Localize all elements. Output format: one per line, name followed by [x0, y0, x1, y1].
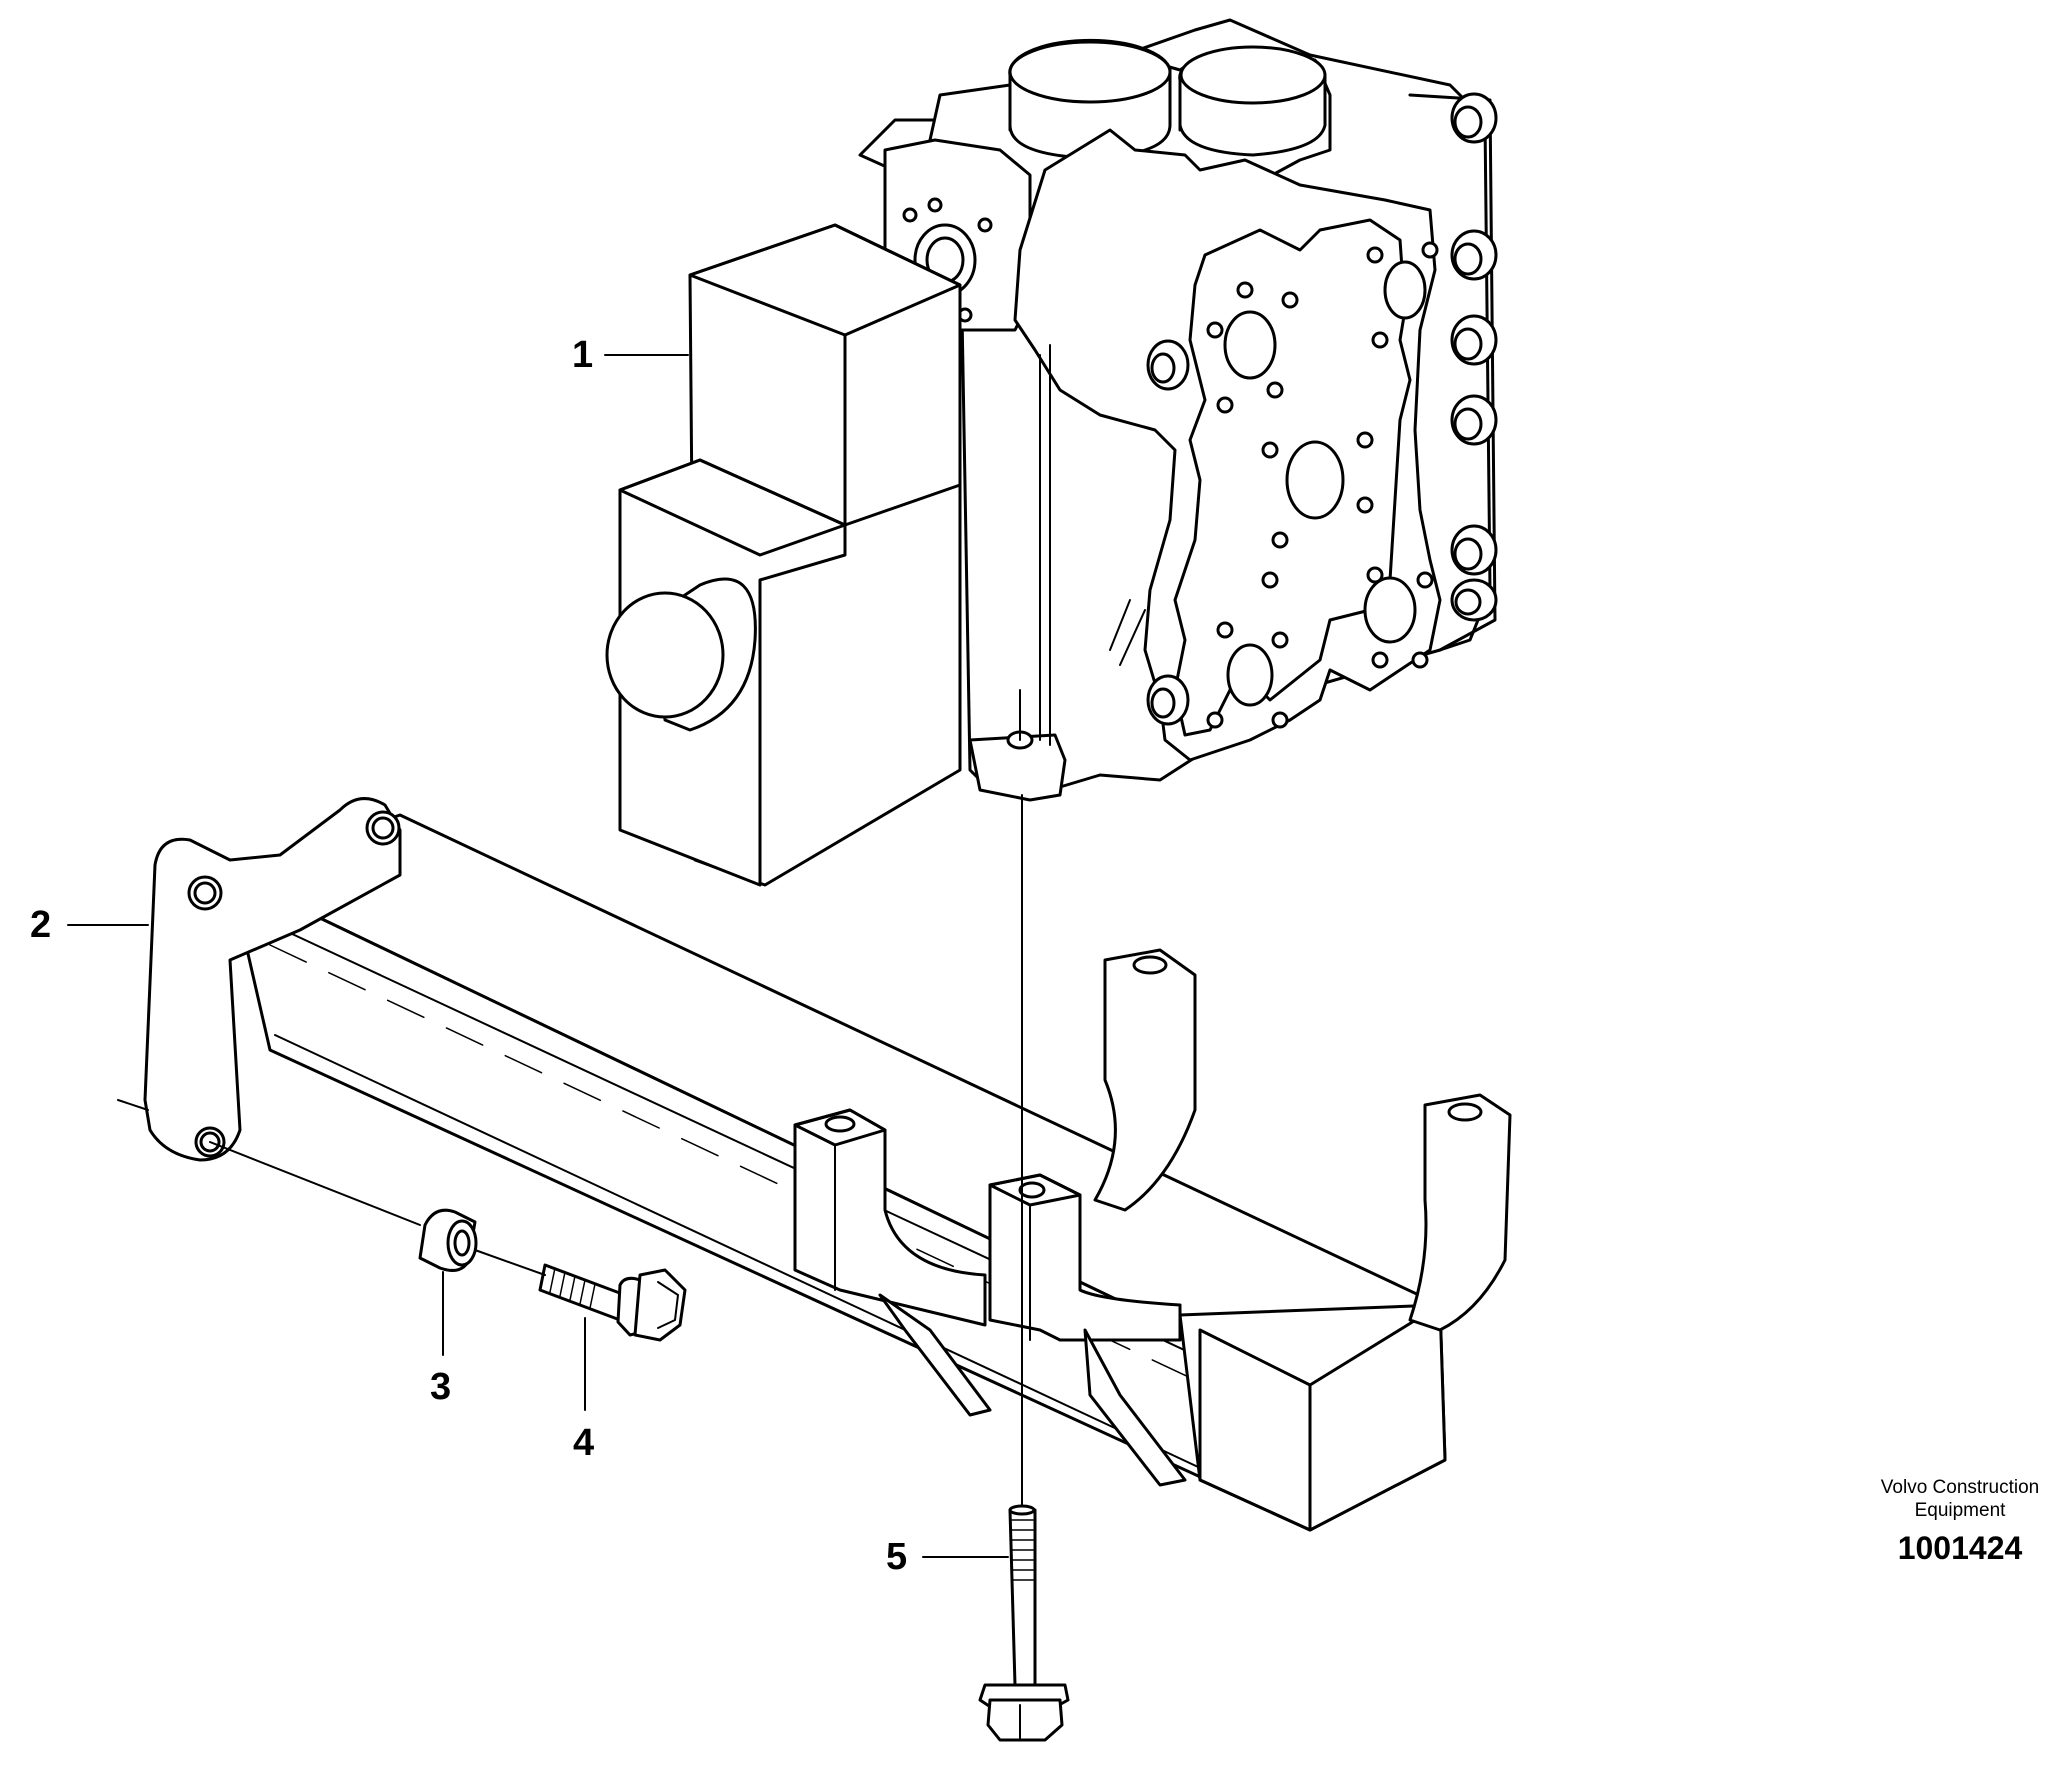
- company-line-1: Volvo Construction: [1880, 1477, 2040, 1498]
- part-3-sleeve: [418, 1208, 478, 1272]
- part-4-bolt: [538, 1263, 687, 1342]
- saddle-bracket-center: [878, 1173, 1187, 1487]
- callout-4: 4: [573, 1422, 595, 1464]
- saddle-bracket-left: [793, 1108, 987, 1327]
- top-cap-right: [1178, 45, 1327, 157]
- right-side-bosses: [1450, 92, 1498, 622]
- leader-lines: [67, 354, 1023, 1558]
- part-5-bolt: [978, 1504, 1070, 1742]
- solenoid-housing: [605, 223, 962, 887]
- part-1-valve-block: [605, 18, 1498, 887]
- saddle-bracket-right: [1408, 1093, 1512, 1332]
- callout-3: 3: [430, 1366, 452, 1408]
- saddle-bracket-rear: [1093, 948, 1197, 1212]
- drawing-footer: Volvo Construction Equipment 1001424: [1860, 1476, 2060, 1567]
- valve-face-ports: [1206, 241, 1439, 729]
- callout-1: 1: [572, 334, 594, 376]
- top-cap-left: [1008, 38, 1172, 160]
- part-2-manifold: [117, 797, 1512, 1532]
- company-line-2: Equipment: [1914, 1500, 2006, 1521]
- callout-2: 2: [30, 904, 52, 946]
- drawing-number: 1001424: [1897, 1530, 2023, 1566]
- callout-5: 5: [886, 1536, 908, 1578]
